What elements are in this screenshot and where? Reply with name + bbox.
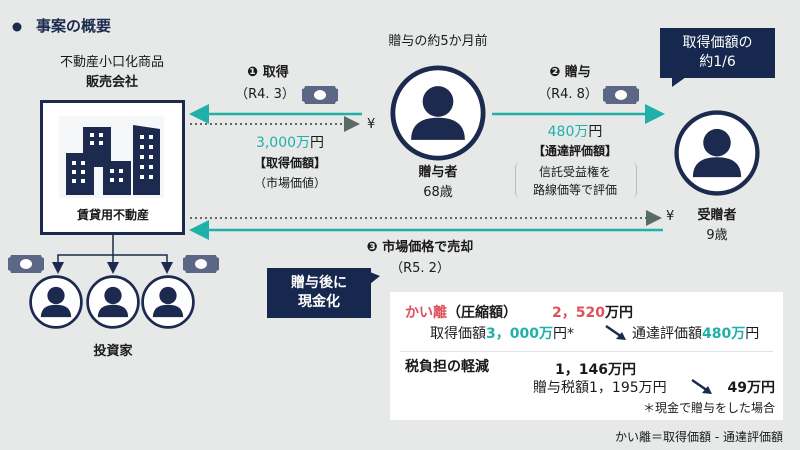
recipient-age: 9歳 xyxy=(706,228,728,243)
callout-pointer xyxy=(370,272,380,284)
donor-age: 68歳 xyxy=(423,185,453,200)
step1-label: ❶ 取得 xyxy=(247,65,289,80)
recipient-person-icon xyxy=(677,113,758,194)
gap-value: 2，520万円 xyxy=(552,305,633,321)
money-icon xyxy=(302,86,338,104)
ratio-callout: 取得価額の 約1/6 xyxy=(660,28,775,78)
seller-name-line1: 不動産小口化商品 xyxy=(59,55,165,70)
divider xyxy=(400,351,773,352)
property-label: 賃貸用不動産 xyxy=(76,208,150,222)
bullet-icon xyxy=(12,22,22,32)
valuation-amount: 480万円 xyxy=(547,124,603,140)
investor-person-icon xyxy=(29,275,83,329)
callout-pointer xyxy=(672,77,686,87)
gift-tax-after: 49万円 xyxy=(727,380,775,396)
investor-person-icon xyxy=(86,275,140,329)
formula-note: かい離＝取得価額 - 通達評価額 xyxy=(615,430,783,444)
investor-person-icon xyxy=(141,275,195,329)
gift-tax-before: 贈与税額1，195万円 xyxy=(533,380,667,396)
distribution-lines xyxy=(52,233,173,274)
decrease-arrow-icon xyxy=(605,324,626,340)
investors-label: 投資家 xyxy=(93,344,133,359)
step3-label: ❸ 市場価格で売却 xyxy=(366,240,474,255)
summary-panel: かい離（圧縮額） 2，520万円 取得価額3，000万円* 通達評価額480万円… xyxy=(390,292,783,420)
acquisition-note: （市場価値） xyxy=(253,176,327,190)
step3-date: （R5. 2） xyxy=(390,261,450,276)
yen-symbol: ¥ xyxy=(367,117,376,132)
money-icon xyxy=(8,255,44,273)
footnote: ＊現金で贈与をした場合 xyxy=(642,401,775,415)
acquisition-summary: 取得価額3，000万円* xyxy=(430,326,574,342)
recipient-label: 受贈者 xyxy=(697,208,737,223)
valuation-summary: 通達評価額480万円 xyxy=(632,326,760,342)
cash-callout: 贈与後に 現金化 xyxy=(267,268,371,318)
valuation-note-line2: 路線価等で評価 xyxy=(532,183,618,197)
step2-date: （R4. 8） xyxy=(538,87,598,102)
step2-label: ❷ 贈与 xyxy=(549,65,591,80)
yen-symbol: ¥ xyxy=(666,209,675,224)
page-title: 事案の概要 xyxy=(36,17,112,35)
valuation-note-line1: 信託受益権を xyxy=(538,165,612,179)
money-icon xyxy=(603,86,639,104)
gap-label: かい離（圧縮額） xyxy=(405,305,517,321)
acquisition-tag: 【取得価額】 xyxy=(253,156,327,170)
valuation-note-bracket xyxy=(515,163,637,197)
valuation-tag: 【通達評価額】 xyxy=(532,144,618,158)
decrease-arrow-icon xyxy=(691,378,712,394)
tax-reduction-value: 1，146万円 xyxy=(555,362,636,378)
tax-reduction-label: 税負担の軽減 xyxy=(405,359,489,375)
timing-label: 贈与の約5か月前 xyxy=(388,34,488,49)
step1-date: （R4. 3） xyxy=(235,87,295,102)
donor-label: 贈与者 xyxy=(418,165,458,180)
seller-name-line2: 販売会社 xyxy=(85,75,139,90)
donor-person-icon xyxy=(393,68,483,158)
building-icon xyxy=(59,116,164,198)
acquisition-amount: 3,000万円 xyxy=(255,135,325,151)
money-icon xyxy=(183,255,219,273)
property-box: 賃貸用不動産 xyxy=(40,100,185,235)
